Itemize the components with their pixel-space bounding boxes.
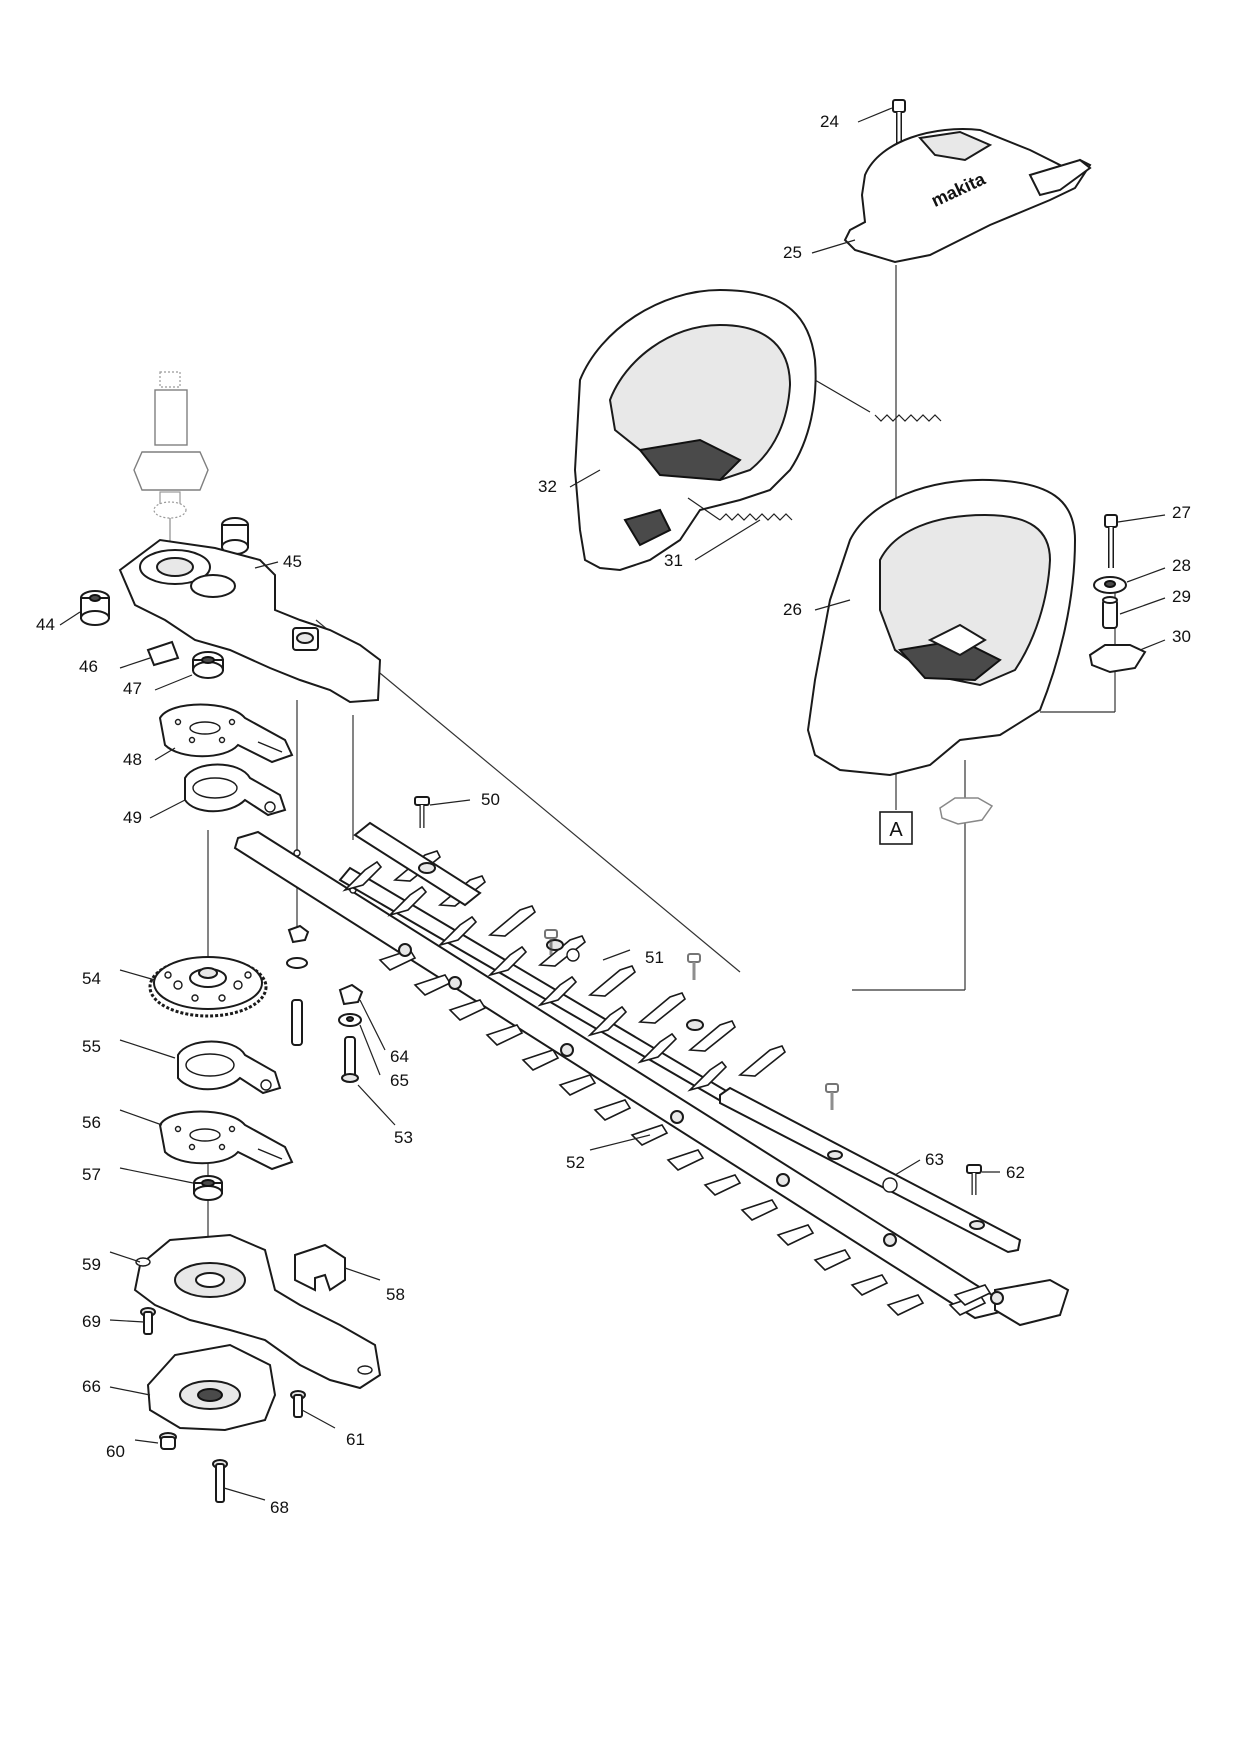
callout-31: 31 bbox=[664, 551, 683, 570]
blade-screw-1 bbox=[544, 929, 558, 955]
callout-63: 63 bbox=[925, 1150, 944, 1169]
part-50-screw bbox=[414, 796, 430, 828]
callout-56: 56 bbox=[82, 1113, 101, 1132]
callout-52: 52 bbox=[566, 1153, 585, 1172]
part-28-washer bbox=[1093, 576, 1127, 594]
blade-root-nut bbox=[286, 924, 310, 1046]
callout-25: 25 bbox=[783, 243, 802, 262]
blade-screw-3 bbox=[825, 1083, 839, 1110]
callout-labels: 24 25 26 27 28 29 30 31 32 44 45 46 47 4… bbox=[36, 112, 1191, 1517]
callout-48: 48 bbox=[123, 750, 142, 769]
part-62-screw bbox=[966, 1164, 982, 1195]
part-61-screw bbox=[290, 1390, 306, 1418]
handle-spring bbox=[874, 414, 942, 422]
part-49-ring-plate bbox=[184, 763, 287, 817]
part-59-gear-housing-lower bbox=[133, 1233, 382, 1390]
callout-64: 64 bbox=[390, 1047, 409, 1066]
part-60-screw bbox=[159, 1432, 177, 1450]
blade-bolts bbox=[398, 943, 1004, 1305]
callout-24: 24 bbox=[820, 112, 839, 131]
part-45-gear-housing bbox=[118, 538, 382, 704]
reference-marker-a: A bbox=[879, 811, 913, 845]
callout-45: 45 bbox=[283, 552, 302, 571]
part-25-handle-cover: makita bbox=[843, 128, 1092, 264]
callout-28: 28 bbox=[1172, 556, 1191, 575]
callout-58: 58 bbox=[386, 1285, 405, 1304]
callout-53: 53 bbox=[394, 1128, 413, 1147]
part-31-spring bbox=[719, 513, 793, 521]
part-32-handle-grip bbox=[573, 288, 817, 572]
part-48-gasket bbox=[158, 703, 294, 764]
part-58-spacer-block bbox=[294, 1243, 346, 1292]
part-69-screw bbox=[140, 1307, 156, 1335]
callout-54: 54 bbox=[82, 969, 101, 988]
part-44-rubber-bushing bbox=[80, 590, 110, 626]
part-51-upper-blade bbox=[338, 821, 787, 1117]
callout-55: 55 bbox=[82, 1037, 101, 1056]
reference-marker-label: A bbox=[889, 819, 903, 841]
part-57-bearing bbox=[193, 1175, 223, 1201]
callout-49: 49 bbox=[123, 808, 142, 827]
part-65-washer bbox=[338, 1013, 362, 1027]
callout-leaders bbox=[59, 107, 1166, 1501]
callout-32: 32 bbox=[538, 477, 557, 496]
callout-50: 50 bbox=[481, 790, 500, 809]
callout-47: 47 bbox=[123, 679, 142, 698]
part-68-screw bbox=[212, 1459, 228, 1503]
callout-65: 65 bbox=[390, 1071, 409, 1090]
callout-27: 27 bbox=[1172, 503, 1191, 522]
callout-57: 57 bbox=[82, 1165, 101, 1184]
part-64-nut bbox=[338, 983, 364, 1006]
callout-69: 69 bbox=[82, 1312, 101, 1331]
part-55-ring-plate bbox=[177, 1040, 282, 1095]
part-66-housing-cover bbox=[146, 1343, 277, 1432]
part-47-bearing bbox=[192, 651, 224, 679]
callout-26: 26 bbox=[783, 600, 802, 619]
callout-59: 59 bbox=[82, 1255, 101, 1274]
upper-blade-teeth bbox=[342, 850, 787, 1092]
part-54-gear bbox=[148, 956, 268, 1018]
callout-66: 66 bbox=[82, 1377, 101, 1396]
callout-29: 29 bbox=[1172, 587, 1191, 606]
part-52-lower-blade bbox=[233, 830, 1070, 1327]
part-30-nut bbox=[1088, 644, 1147, 674]
callout-62: 62 bbox=[1006, 1163, 1025, 1182]
part-27-screw bbox=[1104, 514, 1118, 568]
rubber-mount bbox=[221, 517, 249, 555]
part-46-plate bbox=[146, 640, 180, 667]
motor-armature bbox=[133, 371, 209, 560]
ghost-nut bbox=[939, 797, 994, 825]
part-26-main-handle bbox=[806, 478, 1077, 777]
callout-61: 61 bbox=[346, 1430, 365, 1449]
callout-68: 68 bbox=[270, 1498, 289, 1517]
part-63-guide-plate bbox=[719, 1086, 1022, 1254]
part-56-gasket bbox=[158, 1110, 294, 1171]
callout-44: 44 bbox=[36, 615, 55, 634]
blade-screw-2 bbox=[687, 953, 701, 980]
lower-blade-teeth bbox=[378, 949, 992, 1316]
callout-51: 51 bbox=[645, 948, 664, 967]
callout-60: 60 bbox=[106, 1442, 125, 1461]
callout-30: 30 bbox=[1172, 627, 1191, 646]
callout-46: 46 bbox=[79, 657, 98, 676]
part-53-bolt bbox=[341, 1036, 359, 1083]
part-29-sleeve bbox=[1102, 596, 1118, 629]
